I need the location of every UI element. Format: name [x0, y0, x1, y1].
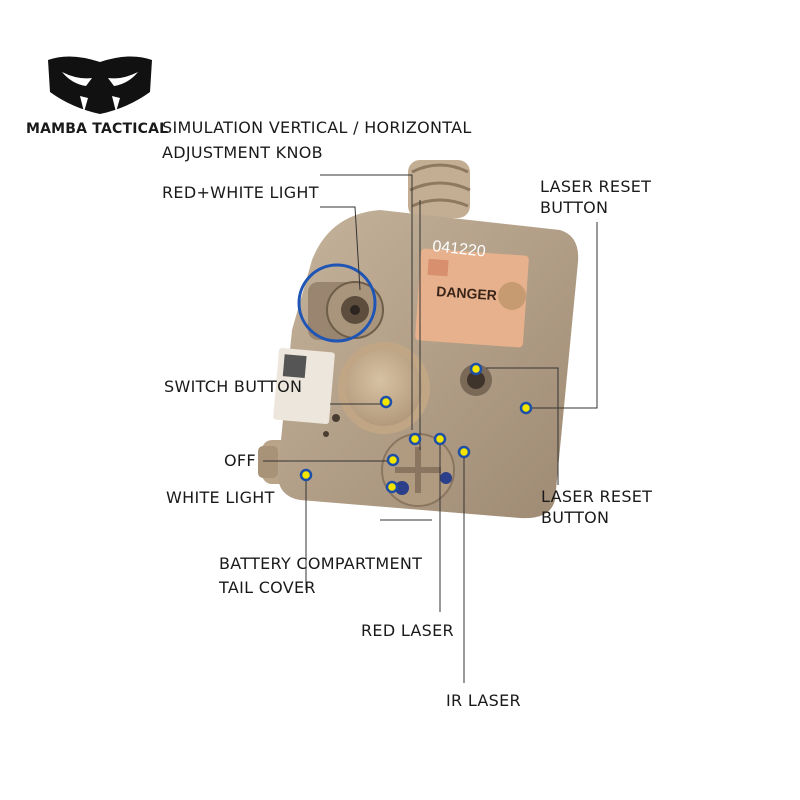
battery-label-line2: TAIL COVER: [219, 578, 316, 597]
laser-reset-bottom-label-line2: BUTTON: [541, 508, 610, 527]
marker-dot: [519, 401, 533, 415]
marker-dot: [469, 362, 483, 376]
switch-button-label: SWITCH BUTTON: [164, 377, 303, 396]
brand-name: MAMBA TACTICAL: [26, 121, 169, 137]
serial-number: 041220: [432, 238, 487, 260]
marker-dot: [385, 480, 399, 494]
danger-label: DANGER: [436, 283, 498, 303]
marker-dots: [299, 362, 533, 494]
laser-reset-top-label-line2: BUTTON: [540, 198, 609, 217]
white-light-label: WHITE LIGHT: [166, 488, 275, 507]
sim-knob-highlight-ring: [297, 263, 377, 343]
marker-dot: [299, 468, 313, 482]
off-label: OFF: [224, 451, 256, 470]
red-laser-label: RED LASER: [361, 621, 454, 640]
snake-head-logo-icon: [48, 56, 152, 114]
battery-label-line1: BATTERY COMPARTMENT: [219, 554, 423, 573]
laser-reset-bottom-label-line1: LASER RESET: [541, 487, 653, 506]
laser-device: [258, 160, 579, 519]
ir-laser-label: IR LASER: [446, 691, 521, 710]
marker-dot: [379, 395, 393, 409]
red-white-light-label: RED+WHITE LIGHT: [162, 183, 319, 202]
sim-knob-label-line2: ADJUSTMENT KNOB: [162, 143, 323, 162]
marker-dot: [408, 432, 422, 446]
marker-dot: [433, 432, 447, 446]
marker-dot: [386, 453, 400, 467]
sim-knob-label-line1: SIMULATION VERTICAL / HORIZONTAL: [162, 118, 472, 137]
laser-reset-top-label-line1: LASER RESET: [540, 177, 652, 196]
leader-lines: [263, 174, 598, 683]
marker-dot: [457, 445, 471, 459]
